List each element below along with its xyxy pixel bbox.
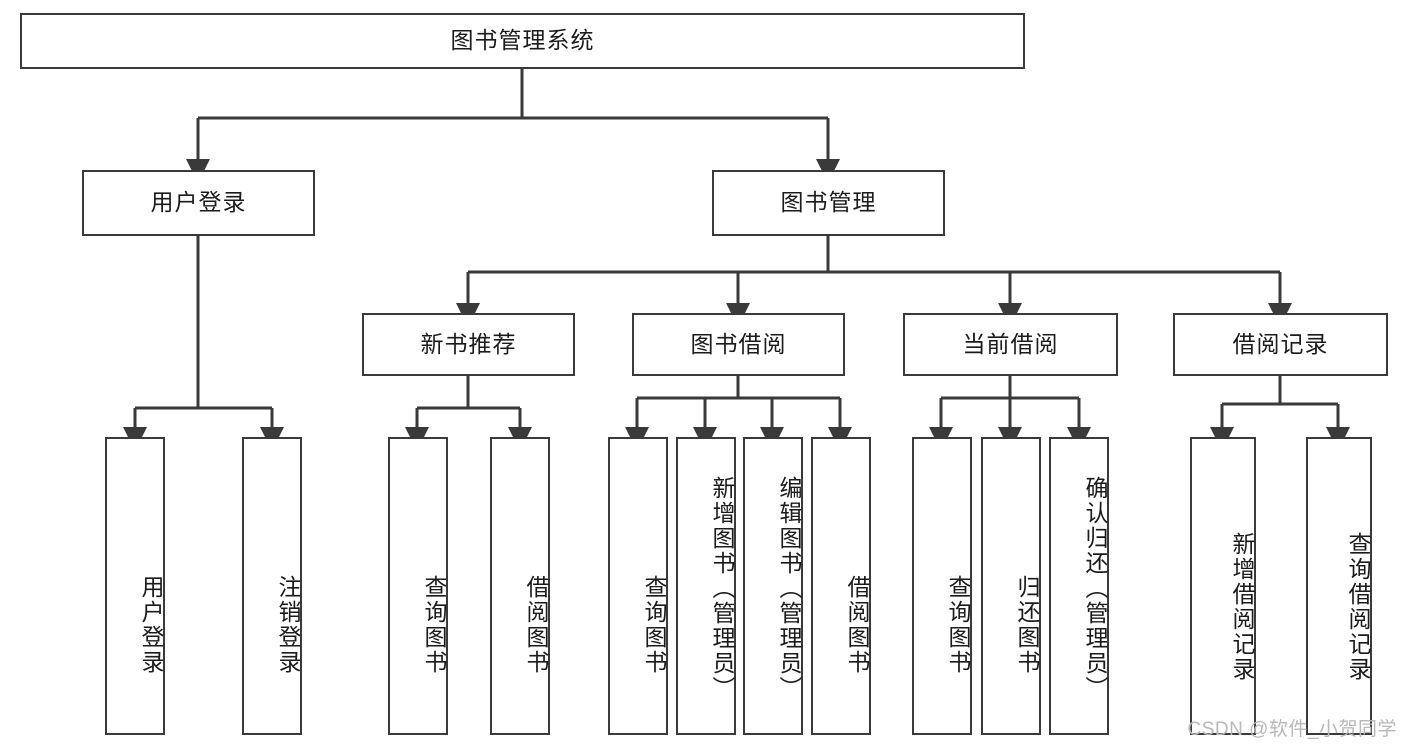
node-book-management[interactable]: 图书管理 xyxy=(712,170,945,236)
node-label: 编辑图书（管理员） xyxy=(776,475,802,701)
node-current-borrow[interactable]: 当前借阅 xyxy=(903,313,1118,376)
node-label: 用户登录 xyxy=(138,575,164,675)
node-leaf-borrow-book-recommend[interactable]: 借阅图书 xyxy=(490,437,550,735)
node-new-book-recommend[interactable]: 新书推荐 xyxy=(362,313,575,376)
node-leaf-query-book-recommend[interactable]: 查询图书 xyxy=(388,437,448,735)
node-user-login[interactable]: 用户登录 xyxy=(82,170,315,236)
node-leaf-query-book-current[interactable]: 查询图书 xyxy=(912,437,972,735)
node-leaf-add-borrow-record[interactable]: 新增借阅记录 xyxy=(1190,437,1256,735)
node-label: 图书借阅 xyxy=(690,330,787,357)
node-label: 用户登录 xyxy=(150,189,247,216)
node-leaf-borrow-book[interactable]: 借阅图书 xyxy=(811,437,871,735)
node-label: 查询借阅记录 xyxy=(1345,532,1371,682)
node-label: 查询图书 xyxy=(641,575,667,675)
node-leaf-confirm-return-admin[interactable]: 确认归还（管理员） xyxy=(1049,437,1109,735)
node-label: 图书管理系统 xyxy=(450,27,595,54)
node-borrow-record[interactable]: 借阅记录 xyxy=(1173,313,1388,376)
node-root-system[interactable]: 图书管理系统 xyxy=(20,13,1025,69)
node-label: 借阅记录 xyxy=(1232,330,1329,357)
node-label: 查询图书 xyxy=(421,575,447,675)
node-label: 新增借阅记录 xyxy=(1229,532,1255,682)
node-label: 查询图书 xyxy=(945,575,971,675)
node-leaf-add-book-admin[interactable]: 新增图书（管理员） xyxy=(676,437,736,735)
node-label: 新书推荐 xyxy=(420,330,517,357)
node-label: 图书管理 xyxy=(780,189,877,216)
node-label: 新增图书（管理员） xyxy=(709,475,735,701)
watermark-text: CSDN @软件_小贺同学 xyxy=(1187,719,1397,740)
node-leaf-user-login[interactable]: 用户登录 xyxy=(105,437,165,735)
node-leaf-logout[interactable]: 注销登录 xyxy=(242,437,302,735)
node-label: 确认归还（管理员） xyxy=(1082,475,1108,701)
node-label: 借阅图书 xyxy=(523,575,549,675)
node-leaf-return-book[interactable]: 归还图书 xyxy=(981,437,1041,735)
node-leaf-edit-book-admin[interactable]: 编辑图书（管理员） xyxy=(743,437,803,735)
node-leaf-query-borrow-record[interactable]: 查询借阅记录 xyxy=(1306,437,1372,735)
node-label: 当前借阅 xyxy=(962,330,1059,357)
node-label: 注销登录 xyxy=(275,575,301,675)
node-label: 归还图书 xyxy=(1014,575,1040,675)
node-label: 借阅图书 xyxy=(844,575,870,675)
node-book-borrow[interactable]: 图书借阅 xyxy=(632,313,845,376)
node-leaf-query-book-borrow[interactable]: 查询图书 xyxy=(608,437,668,735)
